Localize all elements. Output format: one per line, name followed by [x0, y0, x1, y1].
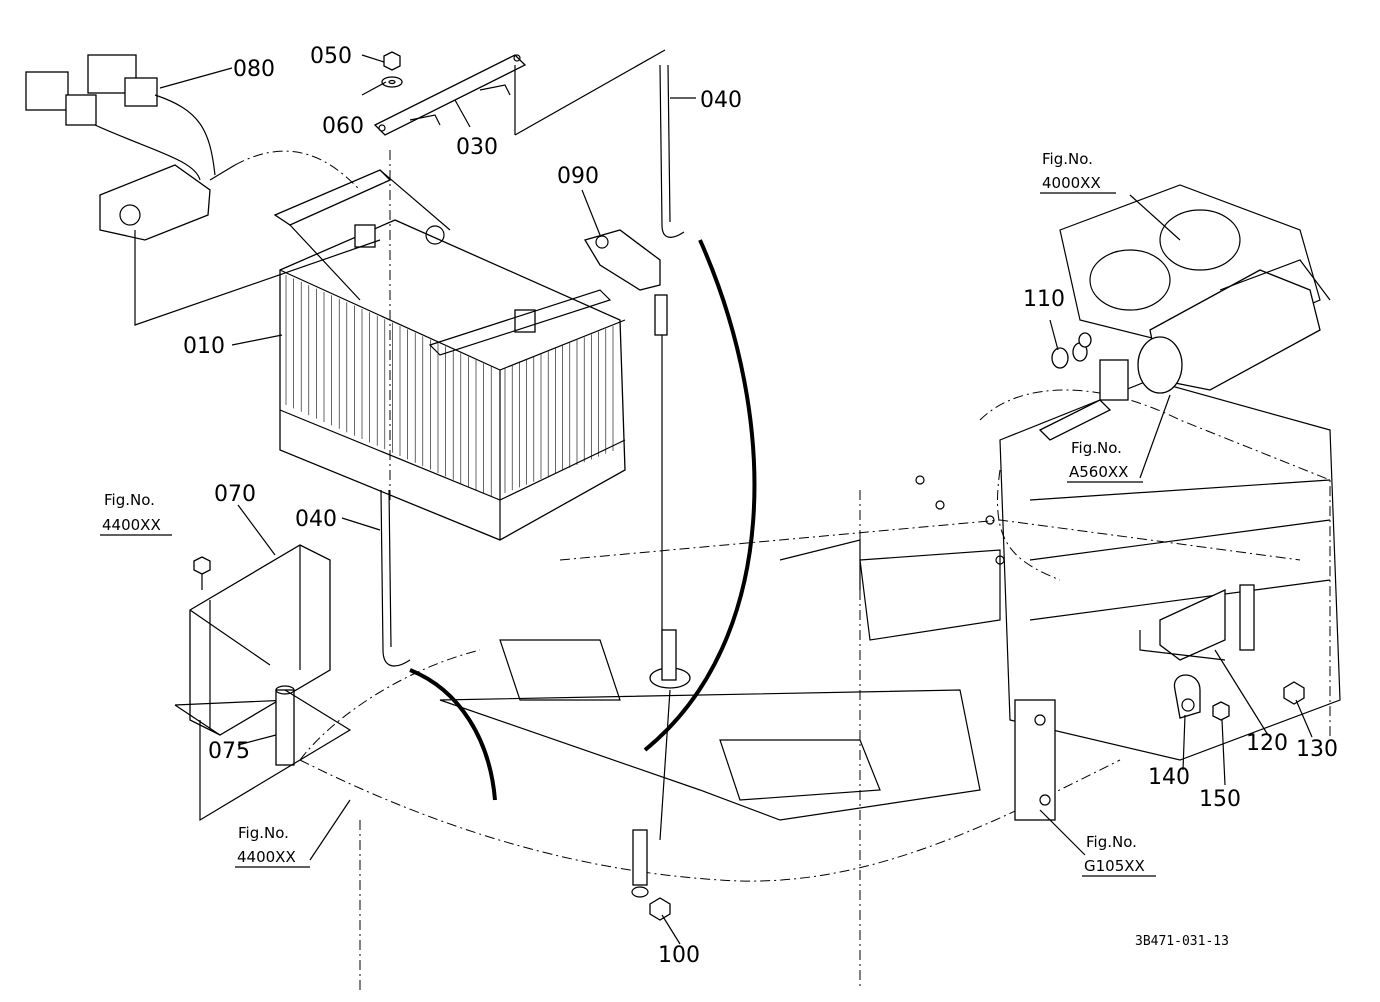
label-130: 130 — [1296, 737, 1338, 762]
svg-text:4400XX: 4400XX — [102, 516, 161, 534]
svg-text:Fig.No.: Fig.No. — [104, 491, 155, 509]
drawing-code: 3B471-031-13 — [1135, 934, 1229, 949]
svg-text:Fig.No.: Fig.No. — [1086, 833, 1137, 851]
svg-text:Fig.No.: Fig.No. — [1071, 439, 1122, 457]
fig-ref-a560xx: Fig.No. A560XX — [1067, 439, 1143, 483]
terminal-cable-090 — [584, 229, 691, 898]
leader-lines — [134, 49, 1313, 945]
thick-cable-lower — [409, 668, 497, 801]
label-075: 075 — [208, 739, 250, 764]
washer-110 — [1051, 332, 1092, 369]
svg-text:4400XX: 4400XX — [237, 848, 296, 866]
label-010: 010 — [183, 334, 225, 359]
label-050: 050 — [310, 44, 352, 69]
rod-040-left — [380, 489, 411, 667]
wiring-harness — [25, 54, 361, 241]
battery — [273, 169, 626, 541]
clamp-140 — [1173, 674, 1201, 719]
label-140: 140 — [1148, 765, 1190, 790]
nut-050 — [383, 51, 401, 71]
label-030: 030 — [456, 135, 498, 160]
washer-060 — [381, 76, 403, 88]
label-060: 060 — [322, 114, 364, 139]
chassis-frame — [299, 389, 1331, 990]
fig-ref-4000xx: Fig.No. 4000XX — [1040, 150, 1116, 194]
label-080: 080 — [233, 57, 275, 82]
svg-text:A560XX: A560XX — [1069, 463, 1128, 481]
rod-040-top — [659, 64, 685, 238]
engine-block — [915, 184, 1341, 821]
svg-text:Fig.No.: Fig.No. — [238, 824, 289, 842]
bracket-030 — [373, 54, 527, 136]
fig-ref-4400xx-upper: Fig.No. 4400XX — [100, 491, 172, 536]
label-040-top: 040 — [700, 88, 742, 113]
svg-text:4000XX: 4000XX — [1042, 174, 1101, 192]
label-040-left: 040 — [295, 507, 337, 532]
label-090: 090 — [557, 164, 599, 189]
thick-cable — [643, 239, 757, 752]
label-070: 070 — [214, 482, 256, 507]
bolt-100 — [649, 897, 671, 921]
bolt-130 — [1283, 681, 1305, 705]
rubber-075 — [275, 685, 295, 766]
figure-references: Fig.No. 4000XX Fig.No. 4400XX Fig.No. 44… — [100, 150, 1156, 877]
label-100: 100 — [658, 943, 700, 968]
svg-text:G105XX: G105XX — [1084, 857, 1145, 875]
bolt-150 — [1212, 701, 1230, 721]
bracket-120 — [1159, 584, 1255, 661]
fig-ref-4400xx-lower: Fig.No. 4400XX — [235, 824, 310, 868]
part-labels: 080 050 060 030 040 090 010 070 040 075 … — [183, 44, 1338, 968]
fig-ref-g105xx: Fig.No. G105XX — [1082, 833, 1156, 877]
battery-stay-070 — [174, 544, 331, 736]
starter-motor — [1038, 259, 1331, 441]
label-150: 150 — [1199, 787, 1241, 812]
label-110: 110 — [1023, 287, 1065, 312]
label-120: 120 — [1246, 731, 1288, 756]
svg-text:Fig.No.: Fig.No. — [1042, 150, 1093, 168]
